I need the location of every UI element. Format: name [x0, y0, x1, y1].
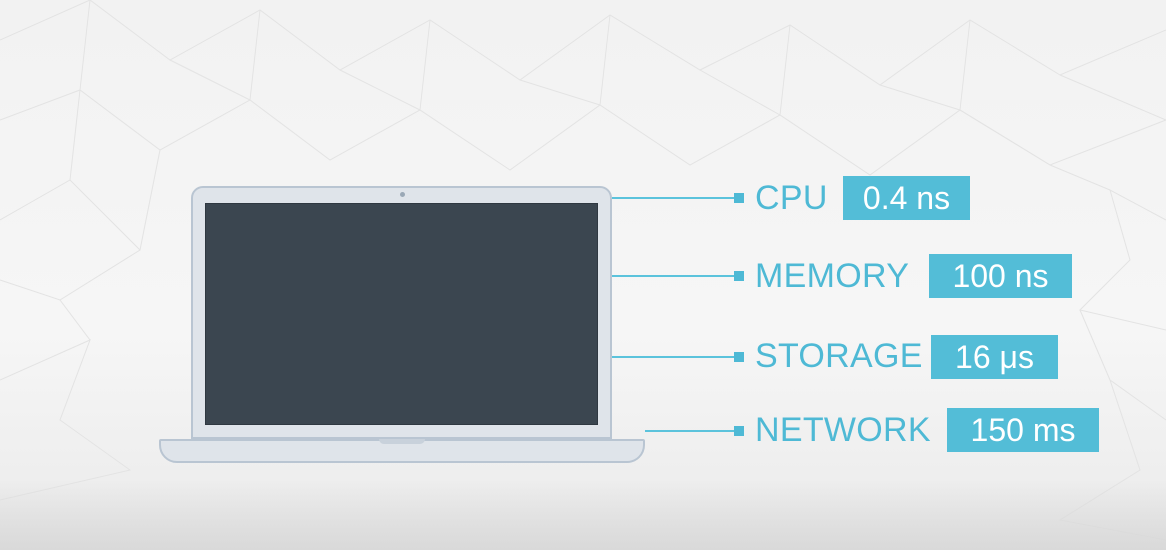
storage-connector-marker	[734, 352, 744, 362]
cpu-connector-marker	[734, 193, 744, 203]
bottom-shade	[0, 480, 1166, 550]
cpu-value-badge: 0.4 ns	[843, 176, 970, 220]
laptop-screen	[205, 203, 598, 425]
network-connector-line	[645, 430, 736, 432]
laptop-base	[159, 439, 645, 463]
memory-connector-line	[612, 275, 736, 277]
memory-connector-marker	[734, 271, 744, 281]
memory-value-badge: 100 ns	[929, 254, 1072, 298]
camera-icon	[400, 192, 405, 197]
cpu-connector-line	[612, 197, 736, 199]
storage-connector-line	[612, 356, 736, 358]
network-value-badge: 150 ms	[947, 408, 1099, 452]
cpu-label: CPU	[755, 179, 828, 217]
memory-label: MEMORY	[755, 257, 910, 295]
laptop-trackpad-notch	[379, 439, 425, 444]
storage-value-badge: 16 μs	[931, 335, 1058, 379]
network-label: NETWORK	[755, 411, 931, 449]
storage-label: STORAGE	[755, 337, 923, 375]
laptop-icon	[191, 186, 612, 439]
network-connector-marker	[734, 426, 744, 436]
